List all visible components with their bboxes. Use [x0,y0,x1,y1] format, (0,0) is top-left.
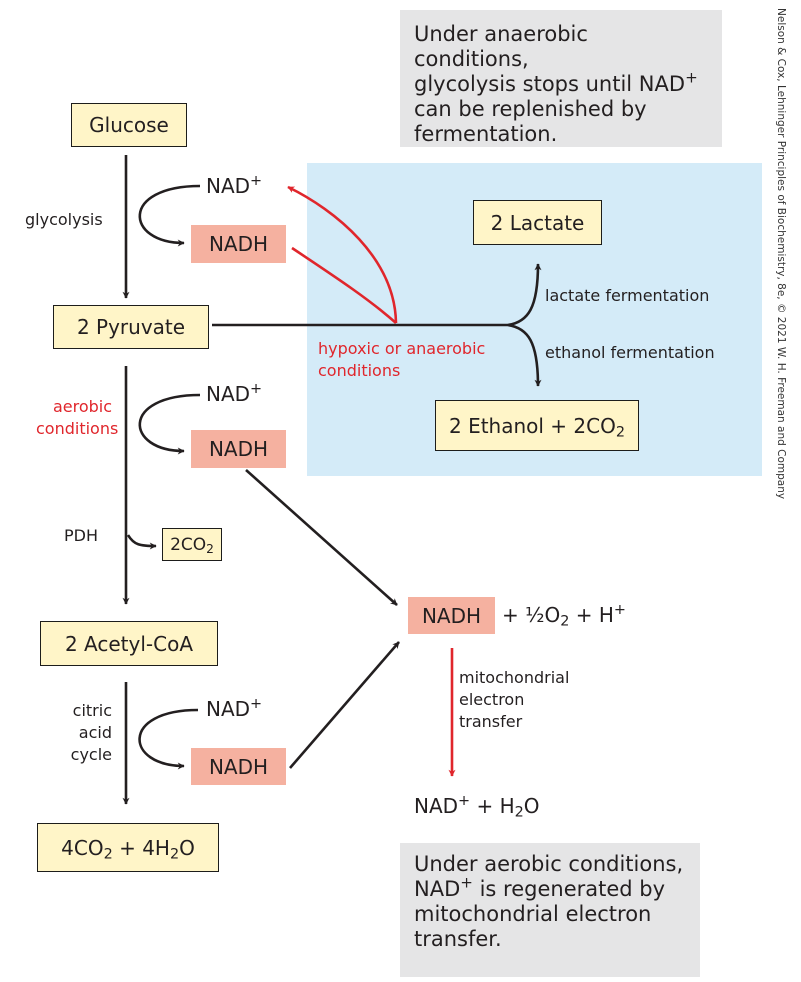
nadh-box-1: NADH [191,225,286,263]
co2-small-node: 2CO2 [162,528,222,561]
nadh-box-etc: NADH [408,597,495,634]
nad-regeneration-arrow [287,185,398,324]
nad-label-1: NAD+ [206,173,263,198]
nad-label-2: NAD+ [206,381,263,406]
nadh-box-2: NADH [191,430,286,468]
glycolysis-label: glycolysis [25,210,103,229]
citric-acid-cycle-label: citric acid cycle [70,701,112,764]
hypoxic-label: hypoxic or anaerobic conditions [318,339,486,380]
lactate-arrow [507,263,542,327]
nadh-to-etc-arrow-2 [289,641,400,769]
curl-3 [138,708,199,770]
anaerobic-note: Under anaerobic conditions, glycolysis s… [400,10,722,147]
pyruvate-node: 2 Pyruvate [53,305,209,349]
lactate-fermentation-label: lactate fermentation [545,286,710,305]
nadh-to-etc-arrow-1 [245,469,398,606]
glucose-node: Glucose [71,103,187,147]
aerobic-conditions-label: aerobic conditions [36,397,119,438]
co2-h2o-node: 4CO2 + 4H2O [37,823,219,872]
mitochondrial-transfer-label: mitochondrial electron transfer [459,668,570,731]
ethanol-fermentation-label: ethanol fermentation [545,343,715,362]
oxygen-equation: + ½O2 + H+ [502,602,626,630]
lactate-node: 2 Lactate [473,200,602,245]
ethanol-arrow [507,323,542,387]
ethanol-node: 2 Ethanol + 2CO2 [435,400,639,451]
nad-water-product: NAD+ + H2O [414,793,540,821]
credit-line: Nelson & Cox, Lehninger Principles of Bi… [775,8,787,500]
pdh-label: PDH [64,526,98,545]
curl-2 [138,393,201,455]
co2-branch-arrow [126,534,157,550]
aerobic-note: Under aerobic conditions, NAD+ is regene… [400,843,700,977]
nadh-to-anaerobic-line [291,246,397,324]
nad-label-3: NAD+ [206,696,263,721]
nadh-box-3: NADH [191,748,286,785]
acetyl-coa-node: 2 Acetyl-CoA [40,621,218,666]
curl-1 [138,184,201,247]
